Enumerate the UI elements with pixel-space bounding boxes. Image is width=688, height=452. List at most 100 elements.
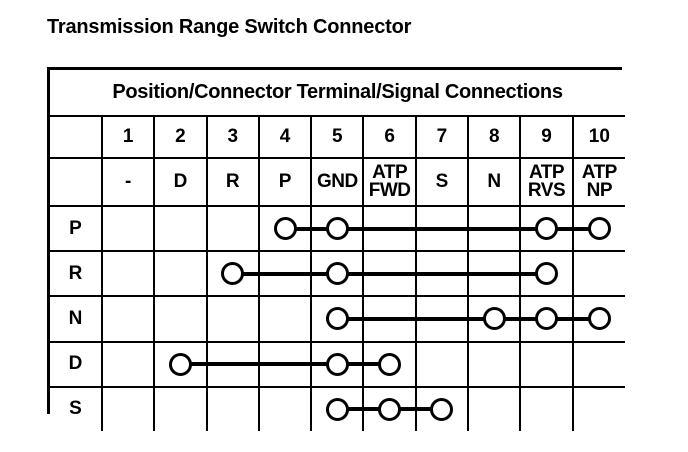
terminal-number-5: 5 — [310, 115, 365, 159]
signal-name-7: S — [414, 157, 470, 207]
terminal-number-7: 7 — [414, 115, 470, 159]
connection-wire — [361, 362, 390, 367]
connection-wire — [414, 226, 470, 231]
connection-wire — [362, 271, 417, 276]
cell-D-2 — [153, 340, 209, 388]
terminal-number-8: 8 — [467, 115, 522, 159]
cell-S-10 — [571, 385, 625, 431]
terminal-number-9: 9 — [519, 115, 574, 159]
cell-P-5 — [310, 204, 365, 253]
cell-R-10 — [571, 250, 625, 298]
terminal-number-4: 4 — [257, 115, 313, 159]
cell-N-10 — [570, 295, 625, 343]
connection-node — [325, 262, 349, 286]
signal-name-4: P — [257, 157, 313, 207]
cell-S-1 — [100, 385, 156, 431]
connection-node — [587, 217, 611, 241]
signal-name-8: N — [467, 157, 522, 207]
position-label-D: D — [50, 340, 103, 388]
connection-wire — [362, 316, 417, 321]
connector-matrix-body: Position/Connector Terminal/Signal Conne… — [50, 70, 625, 431]
cell-D-7 — [414, 340, 470, 388]
connector-matrix-table: Position/Connector Terminal/Signal Conne… — [47, 67, 625, 431]
cell-N-6 — [362, 295, 417, 343]
cell-D-9 — [519, 340, 574, 388]
signal-name-5: GND — [310, 157, 365, 207]
connection-wire — [232, 271, 261, 276]
connection-wire — [205, 362, 260, 367]
cell-D-8 — [467, 340, 522, 388]
cell-N-7 — [414, 295, 470, 343]
connection-wire — [257, 362, 313, 367]
corner-cell-bottom — [50, 157, 103, 207]
cell-R-4 — [257, 250, 313, 298]
signal-line: ATP — [528, 161, 565, 183]
connection-wire — [518, 271, 547, 276]
cell-D-4 — [257, 340, 313, 388]
terminal-number-1: 1 — [100, 115, 156, 159]
corner-cell-top — [50, 116, 103, 159]
connection-wire — [362, 226, 417, 231]
connection-node — [378, 397, 402, 421]
table-row: D — [50, 340, 625, 388]
cell-P-6 — [362, 204, 417, 253]
connection-node — [325, 307, 349, 331]
connection-node — [535, 307, 559, 331]
cell-R-8 — [467, 250, 522, 298]
table-row: P — [50, 204, 625, 253]
cell-N-4 — [257, 295, 313, 343]
cell-P-2 — [153, 204, 208, 253]
position-label-P: P — [50, 204, 103, 253]
cell-R-3 — [205, 250, 261, 298]
signal-line: RVS — [527, 180, 566, 201]
cell-P-9 — [519, 204, 574, 253]
connection-wire — [414, 271, 470, 276]
connection-node — [325, 397, 349, 421]
connection-wire — [257, 271, 313, 276]
connection-node — [482, 307, 506, 331]
cell-S-9 — [519, 385, 574, 431]
connection-node — [587, 307, 611, 331]
connection-node — [535, 262, 559, 286]
cell-N-9 — [519, 295, 574, 343]
connection-node — [430, 397, 454, 421]
cell-N-3 — [205, 295, 260, 343]
table-row: N — [50, 295, 625, 343]
cell-D-1 — [100, 340, 156, 388]
signal-line: ATP — [581, 161, 618, 183]
connection-wire — [467, 226, 522, 231]
cell-R-6 — [362, 250, 417, 298]
cell-D-3 — [205, 340, 260, 388]
cell-R-5 — [310, 250, 365, 298]
connection-wire — [337, 407, 366, 412]
cell-S-6 — [362, 385, 417, 431]
cell-P-1 — [100, 204, 156, 253]
cell-D-10 — [571, 340, 625, 388]
connection-node — [325, 217, 349, 241]
cell-N-1 — [100, 295, 156, 343]
terminal-number-6: 6 — [362, 115, 417, 159]
signal-line: FWD — [368, 180, 411, 201]
signal-name-3: R — [205, 157, 260, 207]
table-row: R — [50, 250, 625, 298]
connection-wire — [180, 362, 209, 367]
cell-S-4 — [257, 385, 313, 431]
connection-node — [535, 217, 559, 241]
connection-wire — [570, 316, 600, 321]
cell-S-7 — [413, 385, 470, 431]
connection-wire — [413, 407, 442, 412]
cell-P-3 — [205, 204, 260, 253]
table-banner-title: Position/Connector Terminal/Signal Conne… — [50, 70, 625, 117]
connection-wire — [285, 226, 314, 231]
signal-line: ATP — [372, 161, 408, 183]
terminal-number-3: 3 — [205, 115, 260, 159]
cell-N-8 — [467, 295, 522, 343]
cell-P-10 — [570, 204, 625, 253]
cell-R-2 — [153, 250, 208, 298]
connection-node — [168, 352, 192, 376]
cell-D-5 — [310, 340, 365, 388]
signal-name-2: D — [153, 157, 208, 207]
